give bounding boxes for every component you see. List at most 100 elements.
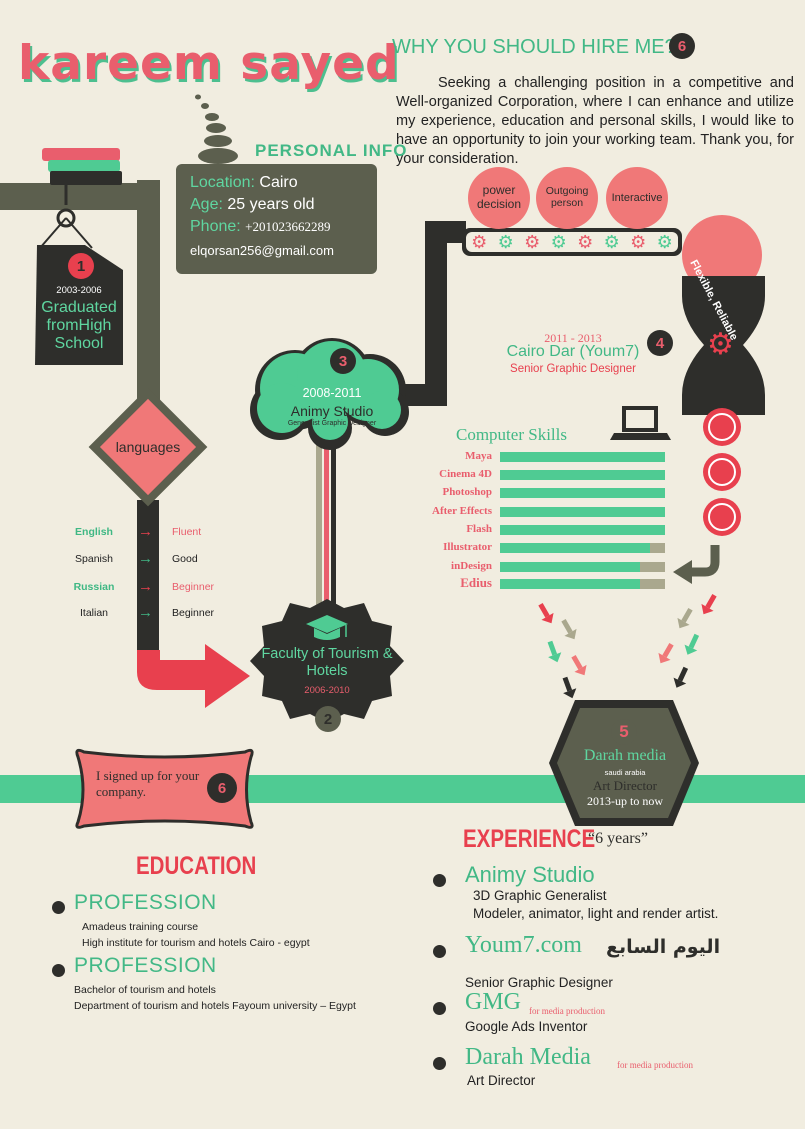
experience-title: EXPERIENCE <box>463 825 596 853</box>
location-label: Location: <box>190 174 255 191</box>
stripe-connector <box>316 440 322 615</box>
bullet-dot <box>52 901 65 914</box>
milestone-2-title: Faculty of Tourism & Hotels <box>261 646 393 679</box>
milestone-3-subtitle: Generalist Graphic Designer <box>287 420 377 427</box>
milestone-5-title: Darah media <box>583 747 667 764</box>
experience-3-head: GMG <box>465 989 522 1015</box>
language-name: Italian <box>79 607 109 619</box>
milestone-4-years: 2011 - 2013 <box>544 331 602 345</box>
language-row: English → Fluent <box>68 523 258 540</box>
education-line: Amadeus training course <box>82 921 199 933</box>
arrow-right-icon: → <box>138 578 153 595</box>
bullet-dot <box>433 945 446 958</box>
olive-pipe-vertical <box>137 180 160 420</box>
skill-name: Edius <box>460 575 492 590</box>
bullet-dot <box>433 1002 446 1015</box>
trait-2-label: Outgoing person <box>545 185 589 209</box>
trait-1-label: power decision <box>476 183 522 211</box>
bullet-dot <box>433 1057 446 1070</box>
age-value: 25 years old <box>227 196 315 213</box>
milestone-5-period: 2013-up to now <box>587 794 663 808</box>
language-level: Beginner <box>172 607 215 619</box>
computer-skills-title: Computer Skills <box>456 425 567 444</box>
chimney-smoke <box>198 148 238 164</box>
arrow-right-icon: → <box>138 604 153 621</box>
experience-1-head: Animy Studio <box>465 862 595 887</box>
book-icon <box>42 148 120 161</box>
olive-arrow <box>690 545 720 577</box>
laptop-icon <box>610 406 671 440</box>
gear-icon: ⚙ <box>524 232 541 252</box>
tag-milestone-1 <box>35 245 123 365</box>
experience-1-line-2: Modeler, animator, light and render arti… <box>473 906 719 921</box>
language-row: Italian → Beginner <box>68 604 258 621</box>
milestone-1-title: Graduated fromHigh School <box>41 299 117 352</box>
skill-bar-fill <box>500 470 665 480</box>
funnel-arrows <box>538 593 717 699</box>
language-name: English <box>75 526 113 538</box>
email-value[interactable]: elqorsan256@gmail.com <box>190 243 334 258</box>
milestone-5-badge: 5 <box>611 719 637 745</box>
dark-pipe-vertical <box>137 500 159 660</box>
trait-circle-3 <box>606 167 668 229</box>
age-row: Age: 25 years old <box>190 194 363 216</box>
skill-bar-track <box>500 507 665 517</box>
phone-label: Phone: <box>190 218 241 235</box>
milestone-5-role: Art Director <box>593 778 657 793</box>
hourglass <box>682 276 765 415</box>
milestone-4-title: Cairo Dar (Youm7) <box>506 343 640 360</box>
education-line: High institute for tourism and hotels Ca… <box>82 937 310 949</box>
skill-bar-track <box>500 579 665 589</box>
skill-bar-fill <box>500 562 641 572</box>
skill-name: Cinema 4D <box>439 468 492 480</box>
star-seal-milestone-2 <box>250 599 404 723</box>
language-level: Beginner <box>172 581 215 593</box>
milestone-4-badge: 4 <box>647 330 673 356</box>
bullet-dot <box>433 874 446 887</box>
skill-bar-fill <box>500 507 665 517</box>
language-level: Good <box>172 553 198 565</box>
skill-bar-track <box>500 470 665 480</box>
age-label: Age: <box>190 196 223 213</box>
education-title: EDUCATION <box>136 852 257 880</box>
skill-bar-track <box>500 452 665 462</box>
skill-bar-track <box>500 488 665 498</box>
language-row: Spanish→Good <box>68 550 258 567</box>
dollar-coin-icon <box>703 408 741 536</box>
trait-circle-4 <box>682 215 762 295</box>
gear-icon: ⚙ <box>630 232 647 252</box>
olive-pipe-left <box>0 183 158 210</box>
languages-title: languages <box>115 439 181 455</box>
education-head: PROFESSION <box>74 891 217 914</box>
milestone-6-text: I signed up for your company. <box>96 768 200 799</box>
skill-name: Maya <box>465 450 492 462</box>
skill-bar-fill <box>500 543 651 553</box>
experience-2-line-1: Senior Graphic Designer <box>465 975 613 990</box>
arrow-right-icon: → <box>138 523 153 540</box>
trait-circle-1 <box>468 167 530 229</box>
milestone-2-years: 2006-2010 <box>304 685 350 696</box>
trait-circle-2 <box>536 167 598 229</box>
language-level: Fluent <box>172 526 202 538</box>
language-row: Russian→Beginner <box>68 578 258 595</box>
experience-3-note: for media production <box>529 1006 605 1016</box>
experience-4-head: Darah Media <box>465 1044 591 1070</box>
why-text: Seeking a challenging position in a comp… <box>396 75 794 167</box>
skill-bar-track <box>500 543 665 553</box>
person-name: kareem sayed <box>18 36 400 91</box>
skill-bar-fill <box>500 452 665 462</box>
skill-name: Illustrator <box>443 541 492 553</box>
milestone-6-badge: 6 <box>207 773 237 803</box>
gear-icon: ⚙ <box>707 328 734 361</box>
gear-icon: ⚙ <box>471 232 488 252</box>
skill-name: Photoshop <box>442 486 492 498</box>
milestone-3-title: Animy Studio <box>290 403 374 419</box>
experience-2-head: Youm7.com <box>465 932 582 958</box>
gear-icon: ⚙ <box>577 232 594 252</box>
education-line: Bachelor of tourism and hotels <box>74 984 216 996</box>
gear-icon: ⚙ <box>550 232 567 252</box>
arrow-right-icon: → <box>138 550 153 567</box>
graduation-cap-icon <box>306 615 348 640</box>
milestone-5-location: saudi arabia <box>604 768 646 777</box>
